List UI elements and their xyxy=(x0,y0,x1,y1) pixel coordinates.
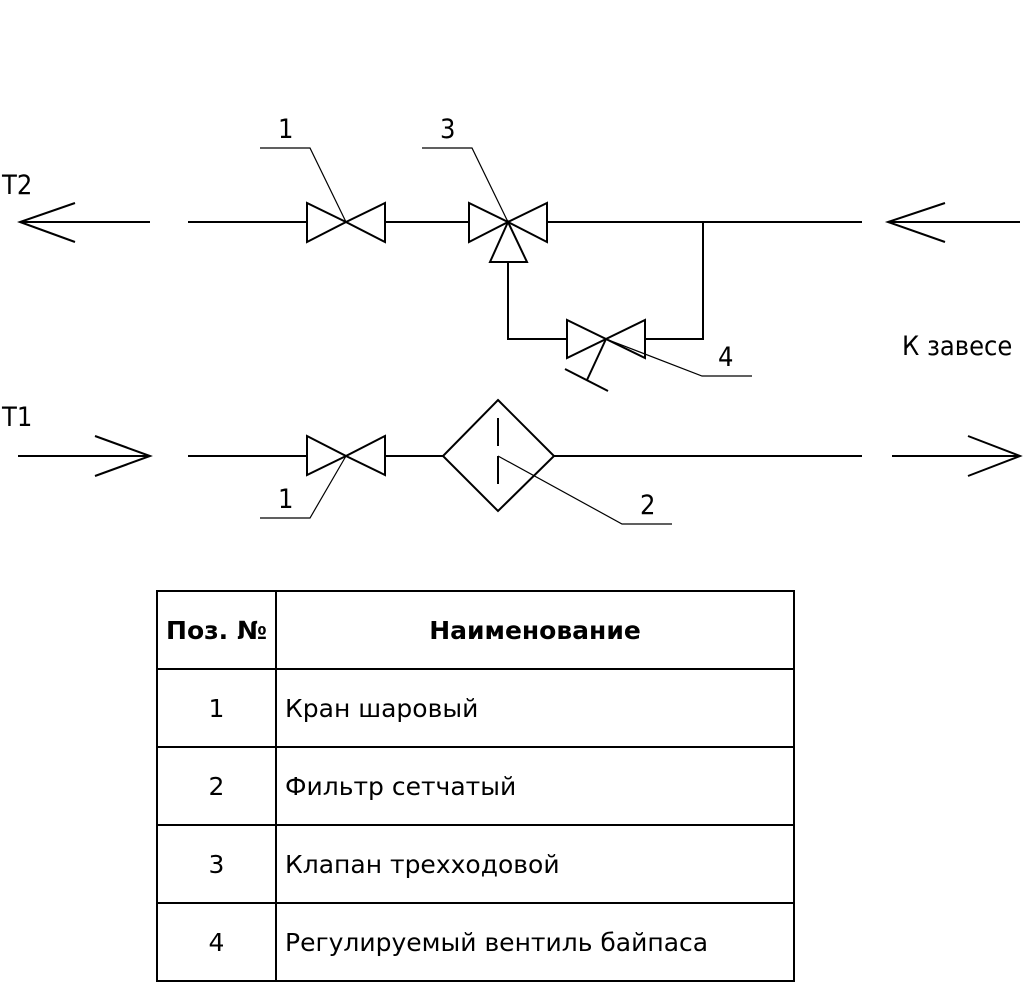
t2-in-arrow xyxy=(884,202,1020,243)
callout-1-bottom: 1 xyxy=(278,484,293,515)
row-name: Клапан трехходовой xyxy=(275,824,795,904)
leader-lines xyxy=(260,147,752,525)
row-pos: 3 xyxy=(156,824,277,904)
t1-in-arrow xyxy=(18,435,153,477)
row-name: Кран шаровый xyxy=(275,668,795,748)
table-row: 1 Кран шаровый xyxy=(156,668,795,748)
specification-table: Поз. № Наименование 1 Кран шаровый 2 Фил… xyxy=(156,590,795,982)
table-row: 4 Регулируемый вентиль байпаса xyxy=(156,902,795,982)
row-name: Регулируемый вентиль байпаса xyxy=(275,902,795,982)
t2-label: T2 xyxy=(1,170,32,201)
callout-3: 3 xyxy=(440,114,455,145)
bypass-control-valve xyxy=(564,318,646,392)
callout-4: 4 xyxy=(718,342,733,373)
callout-2: 2 xyxy=(640,490,655,521)
row-pos: 2 xyxy=(156,746,277,826)
t1-label: T1 xyxy=(1,402,32,433)
t2-out-arrow xyxy=(17,202,150,243)
three-way-valve xyxy=(468,201,548,263)
t1-out-arrow xyxy=(892,435,1023,477)
ball-valve-t1 xyxy=(306,434,386,477)
row-name: Фильтр сетчатый xyxy=(275,746,795,826)
t2-line xyxy=(17,201,1020,392)
ball-valve-t2 xyxy=(306,201,386,244)
bypass-line xyxy=(507,222,704,392)
t1-line xyxy=(18,398,1023,513)
header-pos: Поз. № xyxy=(156,590,277,670)
row-pos: 4 xyxy=(156,902,277,982)
piping-scheme: T2 T1 К завесе 1 3 4 1 2 xyxy=(1,114,1023,525)
row-pos: 1 xyxy=(156,668,277,748)
table-row: 2 Фильтр сетчатый xyxy=(156,746,795,826)
table-header-row: Поз. № Наименование xyxy=(156,590,795,670)
header-name: Наименование xyxy=(275,590,795,670)
strainer-filter xyxy=(441,398,556,513)
table-row: 3 Клапан трехходовой xyxy=(156,824,795,904)
destination-label: К завесе xyxy=(902,331,1012,362)
callout-1-top: 1 xyxy=(278,114,293,145)
